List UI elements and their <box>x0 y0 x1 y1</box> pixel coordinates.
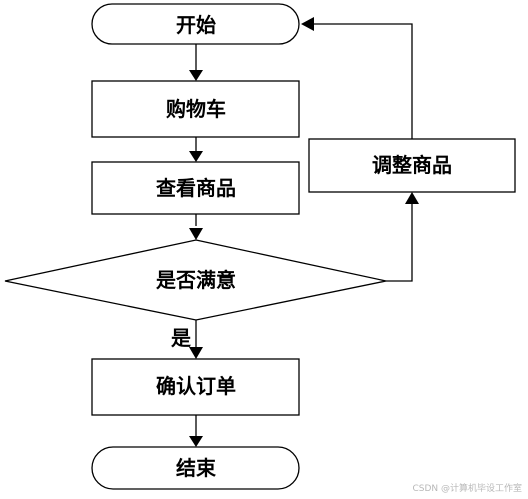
connectors <box>189 17 419 447</box>
start-terminator <box>91 3 300 45</box>
end-label: 结束 <box>176 456 217 480</box>
node-view-items: 查看商品 <box>91 161 300 215</box>
node-satisfied-decision: 是否满意 <box>4 239 387 321</box>
node-cart: 购物车 <box>91 80 300 138</box>
arrowhead-adjust-to-start <box>301 17 314 31</box>
node-adjust-items: 调整商品 <box>308 138 516 193</box>
node-end: 结束 <box>91 446 300 490</box>
cart-label: 购物车 <box>166 97 226 121</box>
confirm-order-process-box <box>91 358 300 416</box>
edge-decision-to-adjust <box>386 203 413 282</box>
satisfied-decision-diamond <box>4 239 387 321</box>
edge-adjust-to-start <box>314 23 413 139</box>
node-start: 开始 <box>91 3 300 45</box>
confirm-order-label: 确认订单 <box>156 374 236 398</box>
start-label: 开始 <box>176 13 216 37</box>
view-items-process-box <box>91 161 300 215</box>
arrowhead-decision-to-adjust <box>405 192 419 204</box>
cart-process-box <box>91 80 300 138</box>
arrowhead-decision-to-confirm <box>189 347 203 359</box>
arrowhead-cart-to-view-items <box>189 151 203 162</box>
arrowhead-view-items-to-decision <box>189 228 203 240</box>
satisfied-label: 是否满意 <box>155 268 236 292</box>
view-items-label: 查看商品 <box>156 176 236 200</box>
csdn-watermark: CSDN @计算机毕设工作室 <box>412 482 522 494</box>
node-confirm-order: 确认订单 <box>91 358 300 416</box>
end-terminator <box>91 446 300 490</box>
adjust-items-process-box <box>308 138 516 193</box>
adjust-items-label: 调整商品 <box>372 153 452 177</box>
arrowhead-start-to-cart <box>189 70 203 81</box>
yes-edge-label: 是 <box>170 326 191 350</box>
arrowhead-confirm-to-end <box>189 436 203 447</box>
